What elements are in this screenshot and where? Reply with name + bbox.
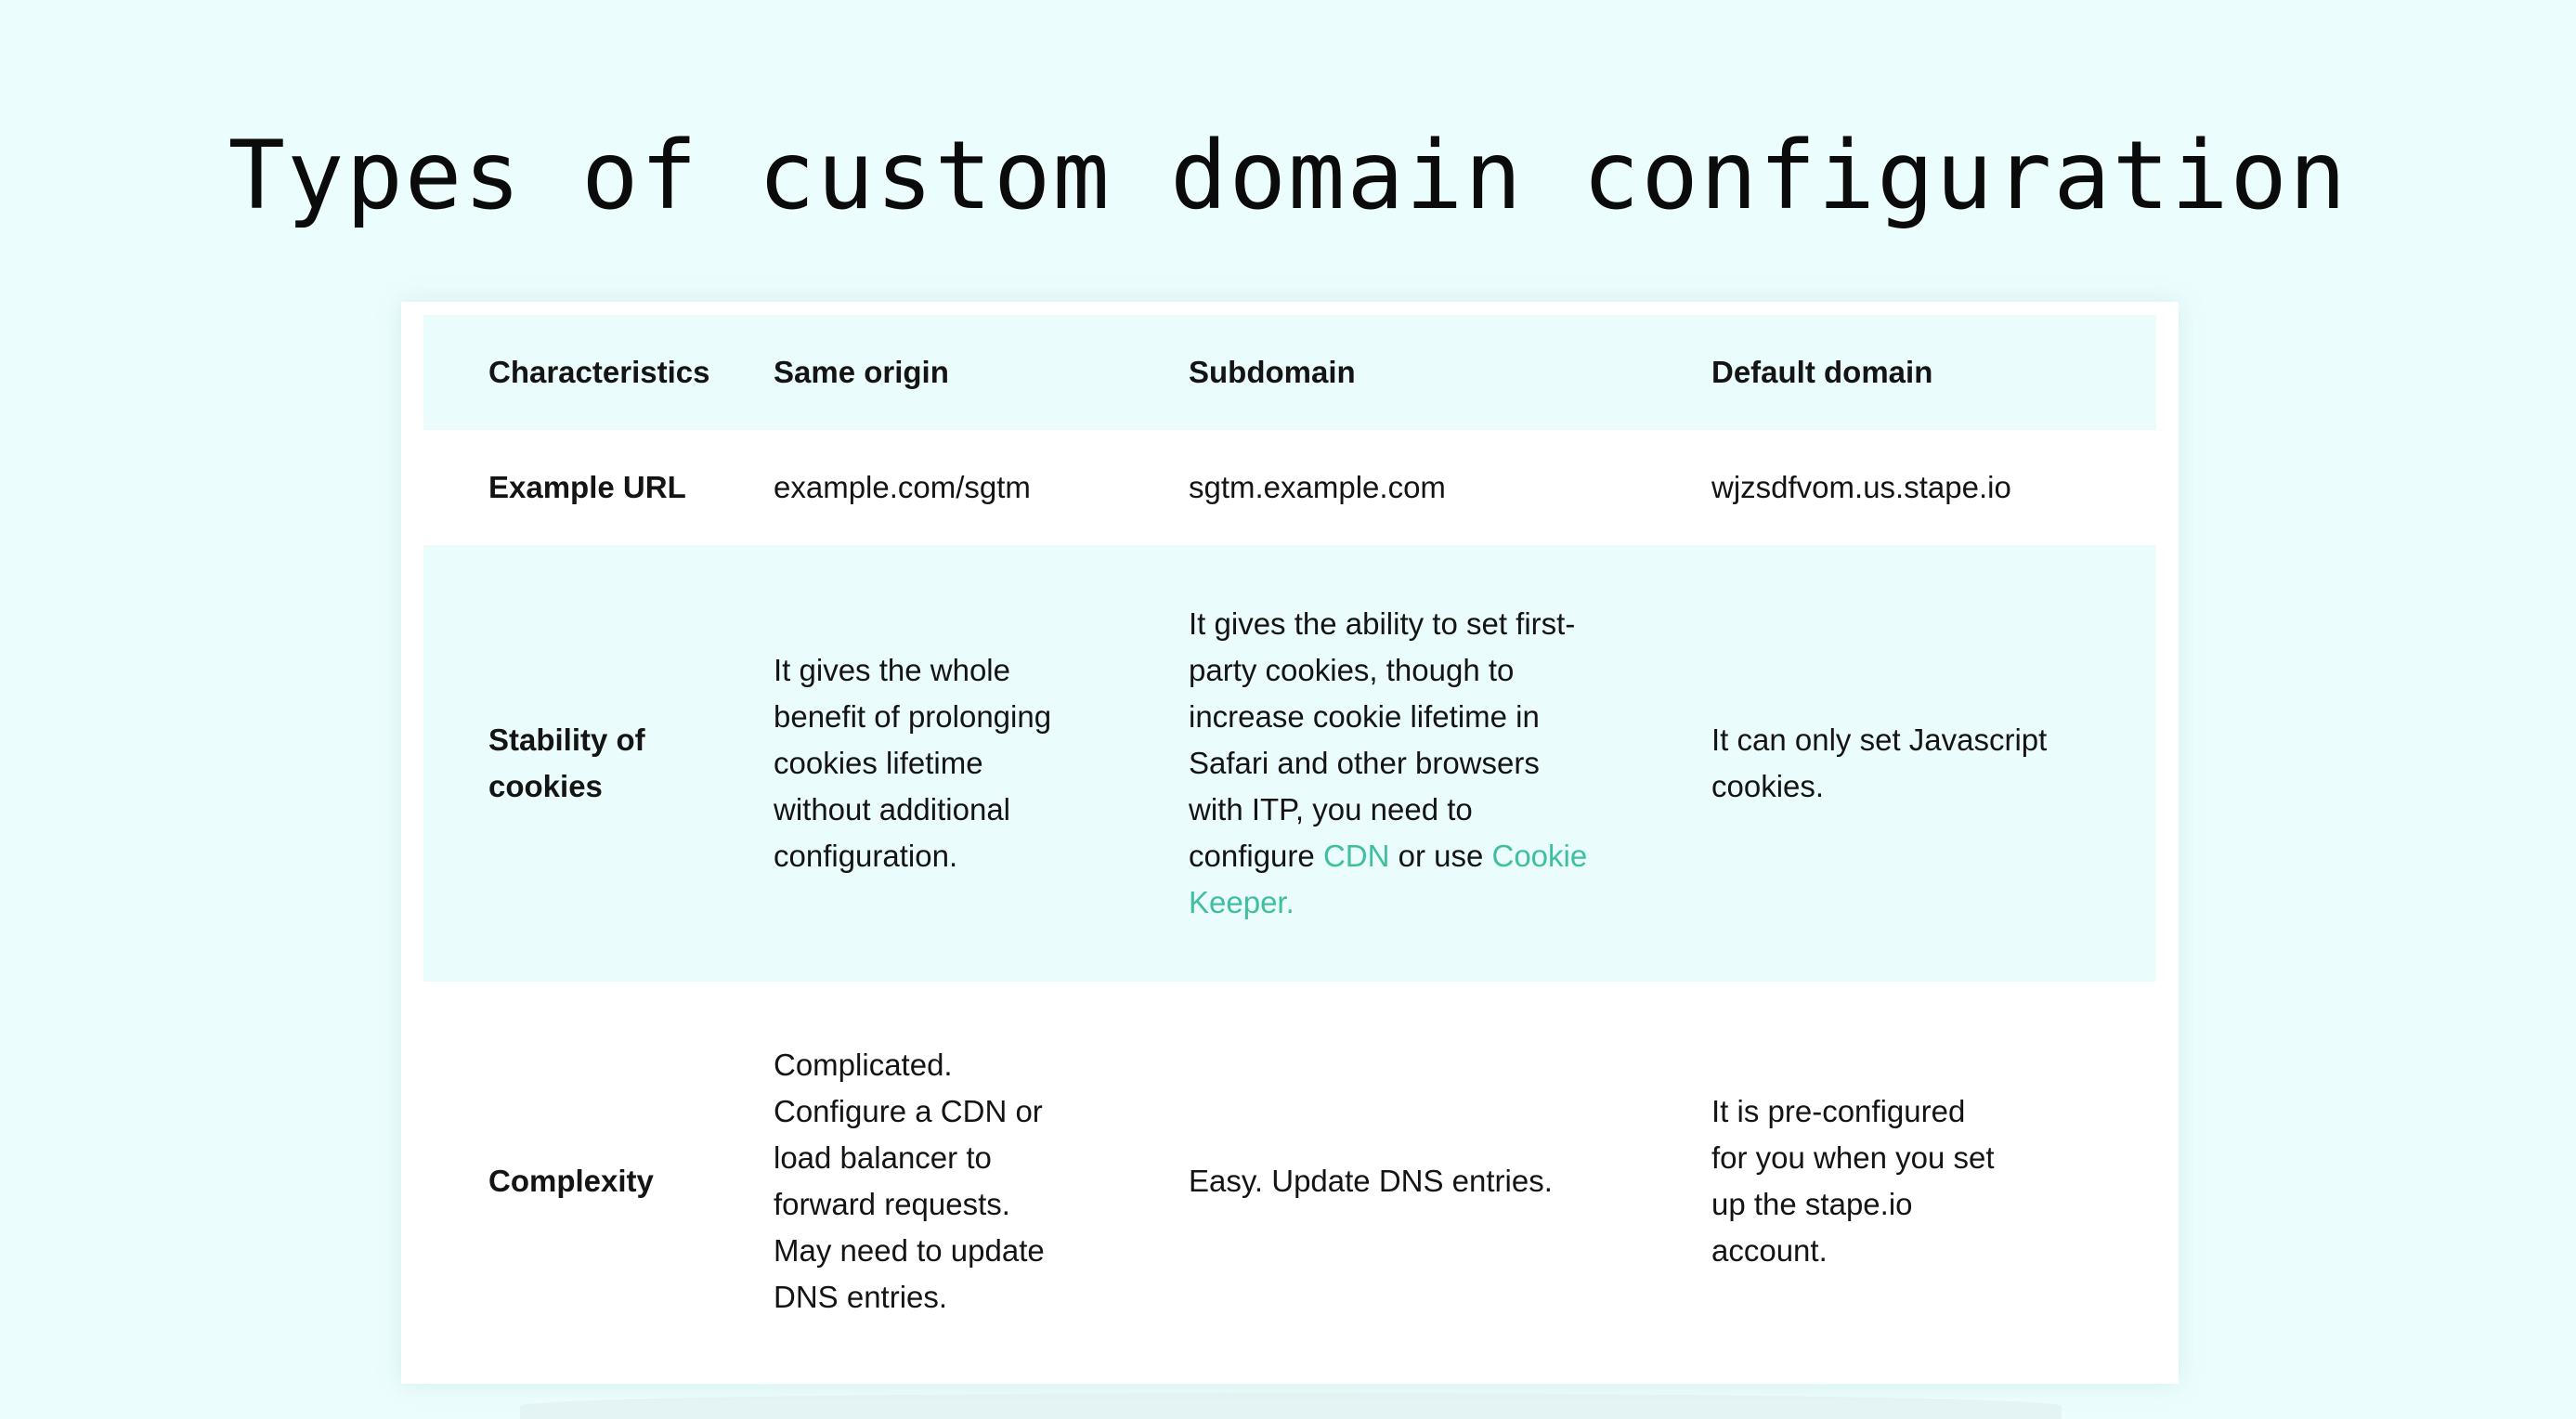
cell-same-origin-cookies: It gives the whole benefit of prolonging… bbox=[774, 545, 1189, 982]
row-label-stability-of-cookies: Stability of cookies bbox=[423, 545, 774, 982]
cell-same-origin-complexity: Complicated. Configure a CDN or load bal… bbox=[774, 982, 1189, 1381]
cell-subdomain-cookies-text: It gives the ability to set first-party … bbox=[1189, 601, 1588, 926]
cell-same-origin-complexity-text: Complicated. Configure a CDN or load bal… bbox=[774, 1048, 1045, 1314]
column-header-characteristics: Characteristics bbox=[488, 355, 710, 389]
cell-subdomain-cookies: It gives the ability to set first-party … bbox=[1189, 545, 1711, 982]
table-row-stability-of-cookies: Stability of cookies It gives the whole … bbox=[423, 545, 2156, 982]
cell-default-domain-complexity-text: It is pre-configured for you when you se… bbox=[1711, 1094, 1995, 1268]
table-header-row: Characteristics Same origin Subdomain De… bbox=[423, 315, 2156, 430]
comparison-table-card: Characteristics Same origin Subdomain De… bbox=[401, 302, 2179, 1384]
row-label-stability-of-cookies-text: Stability of cookies bbox=[488, 723, 645, 803]
cell-same-origin-cookies-text: It gives the whole benefit of prolonging… bbox=[774, 653, 1052, 873]
cell-default-domain-cookies: It can only set Javascript cookies. bbox=[1711, 545, 2156, 982]
column-header-subdomain: Subdomain bbox=[1189, 355, 1356, 389]
row-label-complexity: Complexity bbox=[488, 1164, 654, 1198]
cell-default-domain-url: wjzsdfvom.us.stape.io bbox=[1711, 470, 2011, 504]
cdn-link[interactable]: CDN bbox=[1322, 839, 1390, 873]
column-header-default-domain: Default domain bbox=[1711, 355, 1933, 389]
cell-default-domain-cookies-text: It can only set Javascript cookies. bbox=[1711, 723, 2048, 803]
cell-subdomain-complexity: Easy. Update DNS entries. bbox=[1189, 1164, 1553, 1198]
table-row-complexity: Complexity Complicated. Configure a CDN … bbox=[423, 982, 2156, 1381]
cookies-text-before: It gives the ability to set first-party … bbox=[1189, 606, 1576, 873]
bottom-shadow bbox=[520, 1393, 2062, 1419]
cell-subdomain-url: sgtm.example.com bbox=[1189, 470, 1446, 504]
cell-default-domain-complexity: It is pre-configured for you when you se… bbox=[1711, 982, 2156, 1381]
column-header-same-origin: Same origin bbox=[774, 355, 949, 389]
comparison-table: Characteristics Same origin Subdomain De… bbox=[423, 315, 2156, 1381]
cell-same-origin-url: example.com/sgtm bbox=[774, 470, 1031, 504]
table-row-example-url: Example URL example.com/sgtm sgtm.exampl… bbox=[423, 430, 2156, 545]
row-label-example-url: Example URL bbox=[488, 470, 686, 504]
slide-title: Types of custom domain configuration bbox=[228, 121, 2348, 231]
cookie-keeper-link[interactable]: Cookie Keeper. bbox=[1189, 839, 1588, 919]
cookies-text-middle: or use bbox=[1389, 839, 1492, 873]
